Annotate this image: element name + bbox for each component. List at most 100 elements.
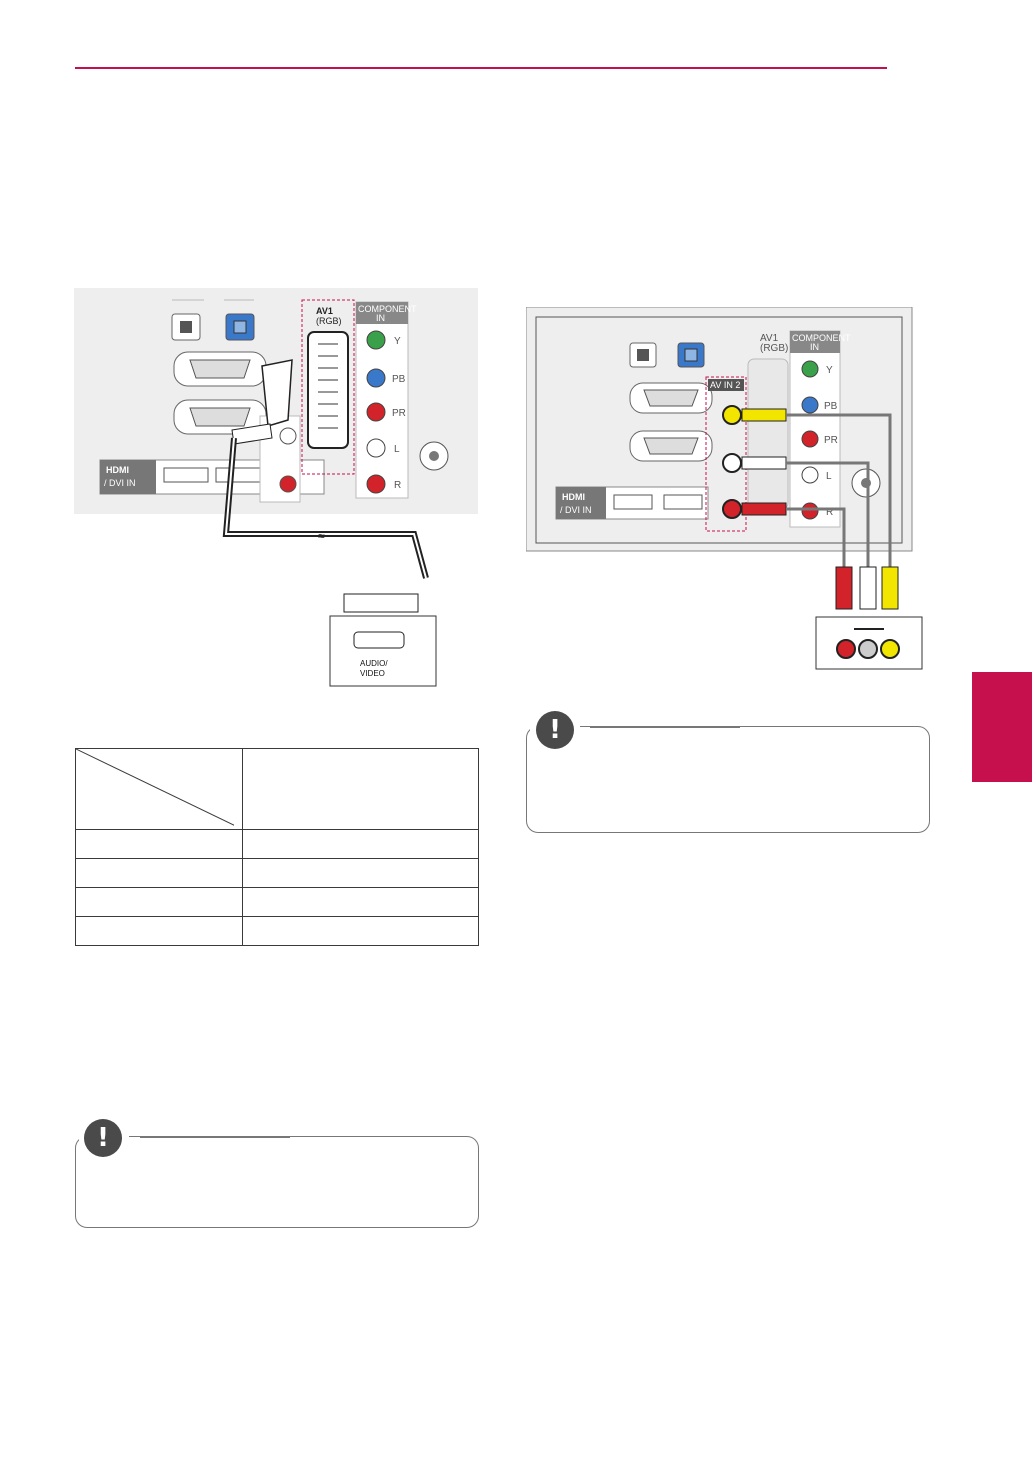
av1-highlight	[301, 299, 355, 475]
table-header-row	[75, 748, 479, 830]
optical-port	[171, 313, 201, 341]
audio-l-port-white	[722, 453, 742, 473]
component-header	[790, 331, 840, 353]
table-cell	[75, 916, 243, 946]
rca-plug-red	[741, 502, 787, 516]
composite-connection-diagram: HDMI / DVI IN AV1 (RGB) AV IN 2 COMPONEN…	[526, 307, 923, 670]
hdmi-label-bg	[556, 487, 606, 519]
component-pr-port	[366, 402, 386, 422]
hdmi-label: / DVI IN	[104, 478, 136, 488]
component-in-block	[789, 330, 841, 528]
component-r-port	[366, 474, 386, 494]
device-label-1: AUDIO/	[360, 659, 388, 668]
component-y-label: Y	[826, 365, 833, 376]
table-cell	[242, 858, 479, 888]
note-box-left	[75, 1136, 479, 1228]
note-title-line	[140, 1136, 290, 1138]
note-box-right	[526, 726, 930, 833]
device-scart-port	[353, 631, 405, 649]
hdmi-port-2	[663, 494, 703, 510]
cable-yellow	[786, 413, 892, 577]
rgb-dsub-port	[173, 351, 267, 387]
component-l-label: L	[394, 444, 400, 455]
device-rca-plug-red	[835, 566, 853, 610]
table-cell	[242, 829, 479, 859]
cable-red	[786, 507, 846, 577]
rca-plug-white	[741, 456, 787, 470]
device-label-2: VIDEO	[360, 669, 385, 678]
chapter-tab	[972, 672, 1032, 782]
scart-cable-inner	[224, 437, 320, 535]
scart-cable-2-inner	[320, 533, 427, 579]
component-pb-label: PB	[392, 374, 406, 385]
component-r-port	[801, 502, 819, 520]
component-r-label: R	[826, 507, 833, 518]
av-in2-label-bg	[708, 379, 744, 391]
cable-white	[786, 461, 870, 577]
scart-plug-tv	[261, 359, 293, 427]
device-port-yellow	[880, 639, 900, 659]
component-y-label: Y	[394, 336, 401, 347]
table-row	[75, 887, 479, 917]
component-pb-port	[366, 368, 386, 388]
component-pb-port	[801, 396, 819, 414]
table-cell	[75, 887, 243, 917]
table-header-right	[242, 748, 479, 830]
table-cell	[75, 858, 243, 888]
scart-cable-2	[320, 531, 429, 579]
component-label: COMPONENT	[792, 333, 851, 343]
table-row	[75, 829, 479, 859]
component-y-port	[801, 360, 819, 378]
table-cell	[242, 887, 479, 917]
hdmi-logo: HDMI	[562, 492, 585, 502]
table-diagonal	[76, 749, 234, 826]
av1-sub-label: (RGB)	[760, 343, 788, 354]
hdmi-logo: HDMI	[106, 465, 129, 475]
table-corner-cell	[75, 748, 243, 830]
hdmi-port-2	[215, 467, 261, 483]
component-pr-port	[801, 430, 819, 448]
antenna-port-center	[429, 451, 439, 461]
audio-r-port-red	[722, 499, 742, 519]
component-in-label: IN	[376, 313, 385, 323]
av-in2-highlight	[705, 376, 747, 532]
note-icon: !	[84, 1119, 122, 1157]
hdmi-port-1	[163, 467, 209, 483]
header-rule	[75, 67, 887, 69]
av1-label: AV1	[316, 306, 333, 316]
component-l-port	[366, 438, 386, 458]
scart-connection-diagram: HDMI / DVI IN AV1 (RGB) COMPONENT IN Y P…	[74, 288, 478, 687]
device-port-red	[836, 639, 856, 659]
component-label: COMPONENT	[358, 304, 417, 314]
audio-r-port	[279, 475, 297, 493]
note-title-line	[590, 726, 740, 728]
device-port-white	[858, 639, 878, 659]
scart-plug-device	[343, 593, 419, 613]
hdmi-label-bg	[100, 460, 156, 494]
comparison-table	[75, 748, 479, 946]
table-row	[75, 916, 479, 946]
component-l-label: L	[826, 471, 832, 482]
component-l-port	[801, 466, 819, 484]
av1-label: AV1	[760, 333, 779, 344]
audio-l-port	[279, 427, 297, 445]
component-pr-label: PR	[824, 435, 838, 446]
rs232-dsub-port	[173, 399, 267, 435]
component-pb-label: PB	[824, 401, 838, 412]
video-port-yellow	[722, 405, 742, 425]
scart-port	[307, 331, 349, 449]
hdmi-label: / DVI IN	[560, 505, 592, 515]
coax-port-blue	[225, 313, 255, 341]
component-in-label: IN	[810, 342, 819, 352]
device-rca-plug-yellow	[881, 566, 899, 610]
note-icon: !	[536, 711, 574, 749]
component-in-block	[355, 301, 409, 499]
component-header	[356, 302, 408, 324]
component-r-label: R	[394, 480, 401, 491]
component-pr-label: PR	[392, 408, 406, 419]
table-cell	[75, 829, 243, 859]
table-row	[75, 858, 479, 888]
cable-break-mark: ≈	[318, 529, 325, 543]
scart-port-inactive	[747, 358, 789, 510]
av-in2-label: AV IN 2	[710, 380, 740, 390]
